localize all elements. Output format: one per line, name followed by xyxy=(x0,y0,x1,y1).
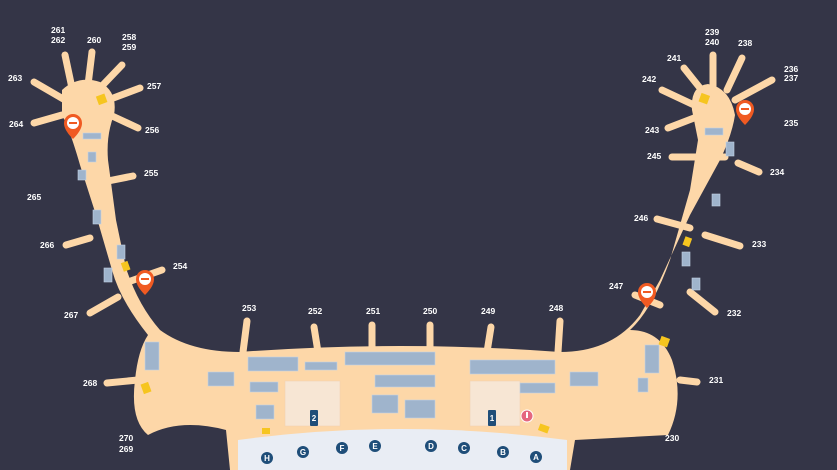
gate-label: 256 xyxy=(145,125,159,135)
zone-marker-g[interactable]: G xyxy=(297,446,309,458)
zone-marker-c[interactable]: C xyxy=(458,442,470,454)
checkin-hall xyxy=(238,429,567,470)
no-smoking-room-icon[interactable] xyxy=(136,270,154,295)
terminal-floor xyxy=(62,79,735,470)
restroom-icon[interactable] xyxy=(537,423,550,434)
restroom-icon[interactable] xyxy=(95,93,108,106)
gate-label: 259 xyxy=(122,42,136,52)
gate-label: 254 xyxy=(173,261,187,271)
svg-text:F: F xyxy=(340,444,345,453)
gate-label: 257 xyxy=(147,81,161,91)
gate-label: 262 xyxy=(51,35,65,45)
gate-label: 240 xyxy=(705,37,719,47)
gate-label: 267 xyxy=(64,310,78,320)
zone-marker-f[interactable]: F xyxy=(336,442,348,454)
gate-label: 238 xyxy=(738,38,752,48)
gate-label: 236 xyxy=(784,64,798,74)
gate-label: 247 xyxy=(609,281,623,291)
restroom-icon[interactable] xyxy=(140,381,152,395)
terminal-building xyxy=(30,48,776,470)
gate-label: 266 xyxy=(40,240,54,250)
svg-text:2: 2 xyxy=(312,414,317,423)
restroom-icon[interactable] xyxy=(682,236,693,248)
gate-label: 255 xyxy=(144,168,158,178)
zone-marker-h[interactable]: H xyxy=(261,452,273,464)
restroom-icon[interactable] xyxy=(658,335,671,348)
zone-marker-d[interactable]: D xyxy=(425,440,437,452)
gate-label: 246 xyxy=(634,213,648,223)
gate-label: 264 xyxy=(9,119,23,129)
gate-label: 237 xyxy=(784,73,798,83)
gate-label: 233 xyxy=(752,239,766,249)
gate-piers xyxy=(30,48,776,387)
gate-label: 250 xyxy=(423,306,437,316)
level-markers: 2 1 xyxy=(310,410,496,426)
gate-label: 252 xyxy=(308,306,322,316)
zone-marker-a[interactable]: A xyxy=(530,451,542,463)
gate-label: 249 xyxy=(481,306,495,316)
no-smoking-room-icon[interactable] xyxy=(638,283,656,308)
svg-text:C: C xyxy=(461,444,467,453)
gate-label: 230 xyxy=(665,433,679,443)
restroom-icon[interactable] xyxy=(120,260,131,272)
checkin-zone-markers: A B C D E F G H xyxy=(261,440,542,464)
gate-label: 263 xyxy=(8,73,22,83)
gate-label: 242 xyxy=(642,74,656,84)
svg-text:G: G xyxy=(300,448,306,457)
gate-label: 265 xyxy=(27,192,41,202)
gate-label: 260 xyxy=(87,35,101,45)
zone-marker-b[interactable]: B xyxy=(497,446,509,458)
information-icon[interactable] xyxy=(520,409,534,423)
zone-marker-e[interactable]: E xyxy=(369,440,381,452)
gate-label: 243 xyxy=(645,125,659,135)
gate-label: 239 xyxy=(705,27,719,37)
svg-text:D: D xyxy=(428,442,434,451)
gate-label: 245 xyxy=(647,151,661,161)
gate-label: 248 xyxy=(549,303,563,313)
svg-text:B: B xyxy=(500,448,506,457)
gate-label: 270 xyxy=(119,433,133,443)
gate-label: 253 xyxy=(242,303,256,313)
gate-label: 235 xyxy=(784,118,798,128)
gate-label: 251 xyxy=(366,306,380,316)
no-smoking-room-icon[interactable] xyxy=(64,114,82,139)
gate-labels: 230 231 232 233 234 235 236 237 238 239 … xyxy=(8,25,798,454)
gate-label: 231 xyxy=(709,375,723,385)
smoking-room-markers xyxy=(64,100,754,308)
svg-text:1: 1 xyxy=(490,414,495,423)
restroom-icon[interactable] xyxy=(698,92,711,105)
svg-text:E: E xyxy=(372,442,378,451)
svg-text:H: H xyxy=(264,454,270,463)
gate-label: 241 xyxy=(667,53,681,63)
no-smoking-room-icon[interactable] xyxy=(736,100,754,125)
svg-text:A: A xyxy=(533,453,539,462)
gate-label: 258 xyxy=(122,32,136,42)
floor-level-icon[interactable]: 2 xyxy=(310,410,318,426)
concourse-shops xyxy=(77,127,735,420)
gate-label: 269 xyxy=(119,444,133,454)
restroom-markers xyxy=(95,92,711,434)
gate-label: 232 xyxy=(727,308,741,318)
restroom-icon[interactable] xyxy=(262,428,270,434)
gate-label: 261 xyxy=(51,25,65,35)
gate-label: 268 xyxy=(83,378,97,388)
floor-level-icon[interactable]: 1 xyxy=(488,410,496,426)
gate-label: 234 xyxy=(770,167,784,177)
